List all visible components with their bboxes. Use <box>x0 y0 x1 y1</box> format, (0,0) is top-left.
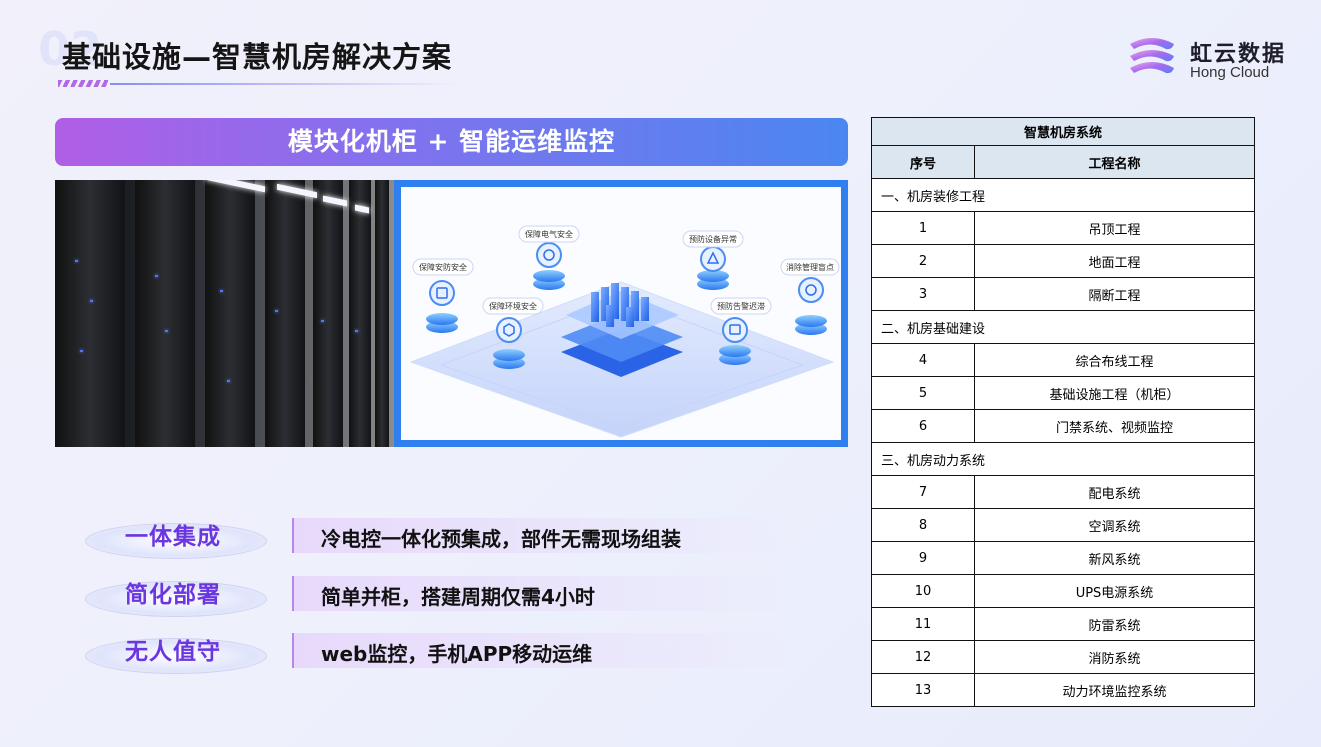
row-name: 空调系统 <box>974 508 1255 542</box>
server-room-photo <box>55 180 394 447</box>
row-index: 10 <box>871 574 975 608</box>
diagram-label-5: 保障环境安全 <box>489 301 537 311</box>
table-section-title: 二、机房基础建设 <box>871 310 1255 344</box>
table-header-index: 序号 <box>871 145 975 179</box>
row-index: 13 <box>871 673 975 707</box>
feature-title: 无人值守 <box>125 639 221 665</box>
title-stripe-decoration <box>58 80 108 87</box>
row-name: 门禁系统、视频监控 <box>974 409 1255 443</box>
row-index: 2 <box>871 244 975 278</box>
row-index: 9 <box>871 541 975 575</box>
row-name: UPS电源系统 <box>974 574 1255 608</box>
feature-bar <box>292 576 794 611</box>
row-name: 动力环境监控系统 <box>974 673 1255 707</box>
row-name: 新风系统 <box>974 541 1255 575</box>
isometric-platform-illustration: 保障安防安全 保障电气安全 预防设备异常 消除管理盲点 保障环境安全 预防告警迟… <box>409 225 840 438</box>
row-name: 综合布线工程 <box>974 343 1255 377</box>
row-index: 6 <box>871 409 975 443</box>
feature-ring-decoration <box>85 581 267 617</box>
row-index: 11 <box>871 607 975 641</box>
diagram-label-6: 预防告警迟滞 <box>717 301 765 311</box>
diagram-label-3: 预防设备异常 <box>689 234 737 244</box>
feature-title: 一体集成 <box>125 524 221 550</box>
row-index: 3 <box>871 277 975 311</box>
row-name: 基础设施工程（机柜） <box>974 376 1255 410</box>
row-name: 消防系统 <box>974 640 1255 674</box>
row-index: 4 <box>871 343 975 377</box>
logo-name-cn: 虹云数据 <box>1190 42 1287 67</box>
monitoring-diagram: 保障安防安全 保障电气安全 预防设备异常 消除管理盲点 保障环境安全 预防告警迟… <box>394 180 848 447</box>
row-index: 8 <box>871 508 975 542</box>
row-name: 防雷系统 <box>974 607 1255 641</box>
logo-name-en: Hong Cloud <box>1190 64 1270 81</box>
title-underline <box>110 83 460 85</box>
row-name: 隔断工程 <box>974 277 1255 311</box>
table-section-title: 三、机房动力系统 <box>871 442 1255 476</box>
row-name: 地面工程 <box>974 244 1255 278</box>
page-title: 基础设施—智慧机房解决方案 <box>62 40 453 74</box>
row-index: 1 <box>871 211 975 245</box>
feature-bar <box>292 633 794 668</box>
company-logo: 虹云数据 Hong Cloud <box>1126 34 1296 84</box>
table-section-title: 一、机房装修工程 <box>871 178 1255 212</box>
diagram-label-1: 保障安防安全 <box>419 262 467 272</box>
title-ghost-decoration: 02 <box>38 22 103 76</box>
diagram-label-4: 消除管理盲点 <box>786 262 834 272</box>
feature-ring-decoration <box>85 638 267 674</box>
diagram-label-2: 保障电气安全 <box>525 229 573 239</box>
feature-text: web监控，手机APP移动运维 <box>321 642 593 666</box>
table-header-name: 工程名称 <box>974 145 1255 179</box>
row-name: 配电系统 <box>974 475 1255 509</box>
feature-ring-decoration <box>85 523 267 559</box>
feature-item: 简化部署 简单并柜，搭建周期仅需4小时 <box>85 575 800 617</box>
feature-text: 冷电控一体化预集成，部件无需现场组装 <box>321 527 681 551</box>
table-caption: 智慧机房系统 <box>871 117 1255 146</box>
feature-bar <box>292 518 794 553</box>
feature-item: 一体集成 冷电控一体化预集成，部件无需现场组装 <box>85 517 800 559</box>
section-banner: 模块化机柜 + 智能运维监控 <box>55 118 848 166</box>
feature-text: 简单并柜，搭建周期仅需4小时 <box>321 585 595 609</box>
row-index: 7 <box>871 475 975 509</box>
row-index: 5 <box>871 376 975 410</box>
row-name: 吊顶工程 <box>974 211 1255 245</box>
row-index: 12 <box>871 640 975 674</box>
feature-item: 无人值守 web监控，手机APP移动运维 <box>85 632 800 674</box>
hong-cloud-logo-icon <box>1130 38 1174 74</box>
feature-title: 简化部署 <box>125 582 221 608</box>
